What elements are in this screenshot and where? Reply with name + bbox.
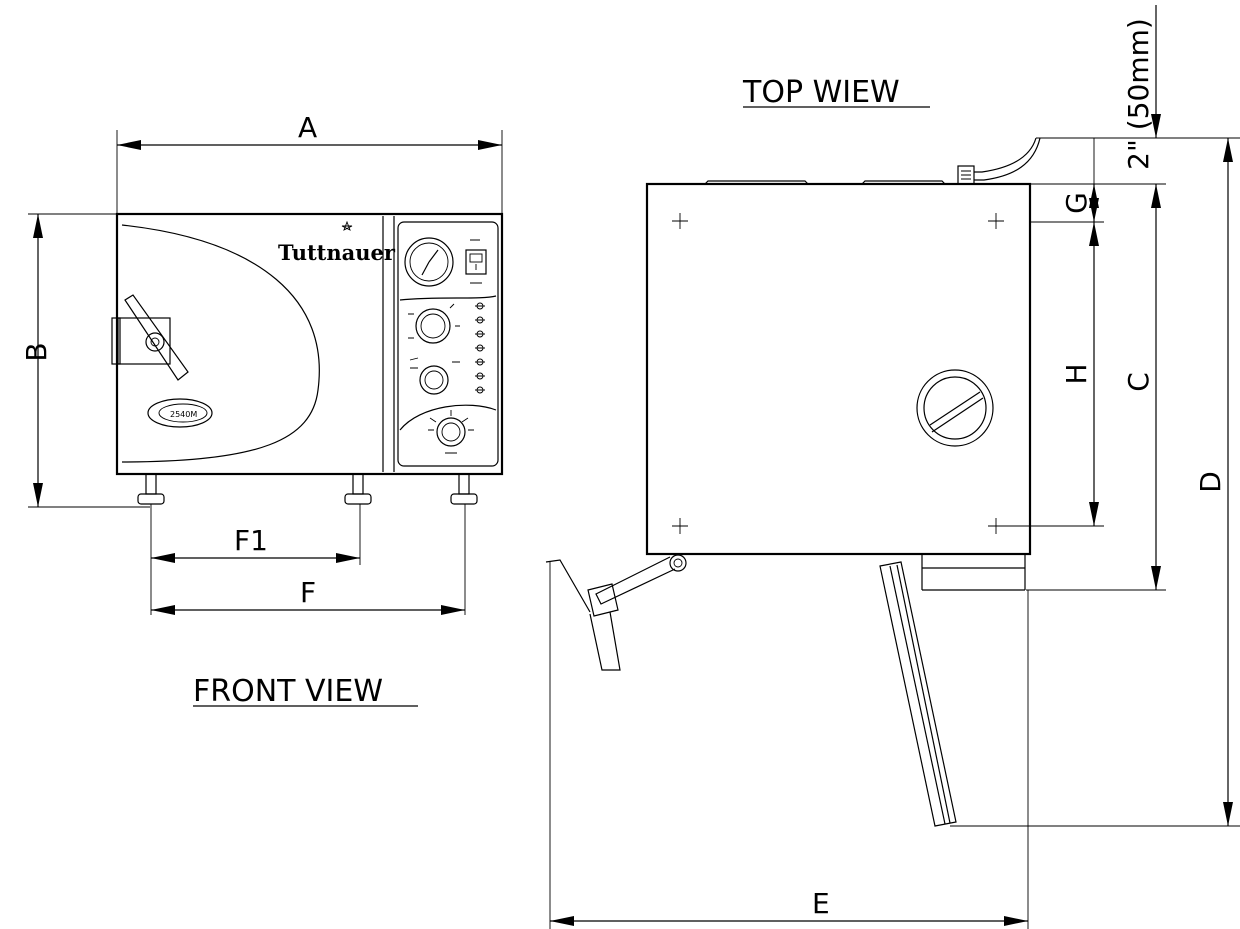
logo-star-icon <box>341 220 353 231</box>
brand-logo: Tuttnauer <box>278 240 396 265</box>
top-view: TOP WIEW <box>545 5 1240 929</box>
model-badge-text: 2540M <box>170 410 197 419</box>
top-body-outline <box>645 182 1032 556</box>
dimension-label-a: A <box>298 111 317 144</box>
selector-knob-icon <box>436 417 466 447</box>
top-door-handle <box>545 554 687 671</box>
front-feet <box>137 473 478 505</box>
control-panel <box>397 221 499 467</box>
timer-knob-icon <box>415 308 451 344</box>
front-body-outline <box>115 212 504 476</box>
model-badge <box>147 398 213 428</box>
front-view-title: FRONT VIEW <box>193 674 383 709</box>
front-view: Tuttnauer 2540M <box>20 111 504 709</box>
dimension-label-clearance: 2" (50mm) <box>1122 18 1155 170</box>
chamber-front <box>921 554 1026 591</box>
dimension-label-f: F <box>300 576 316 609</box>
power-cord <box>957 137 1041 185</box>
door-handle <box>111 294 189 381</box>
door-curve <box>121 224 320 463</box>
dimension-label-e: E <box>812 887 830 920</box>
temperature-knob-icon <box>419 365 449 395</box>
top-cap-icon <box>916 369 994 447</box>
dimension-label-h: H <box>1060 363 1093 384</box>
power-switch-icon <box>465 249 487 275</box>
dimension-label-d: D <box>1194 471 1227 493</box>
top-view-title: TOP WIEW <box>742 75 900 110</box>
dimension-label-g: G <box>1060 192 1093 214</box>
pressure-gauge-icon <box>404 237 454 287</box>
open-door-panel <box>879 561 957 827</box>
dimension-label-b: B <box>20 342 53 361</box>
mounting-marks <box>672 213 1004 534</box>
dimension-label-f1: F1 <box>234 524 268 557</box>
dimension-label-c: C <box>1122 372 1155 392</box>
